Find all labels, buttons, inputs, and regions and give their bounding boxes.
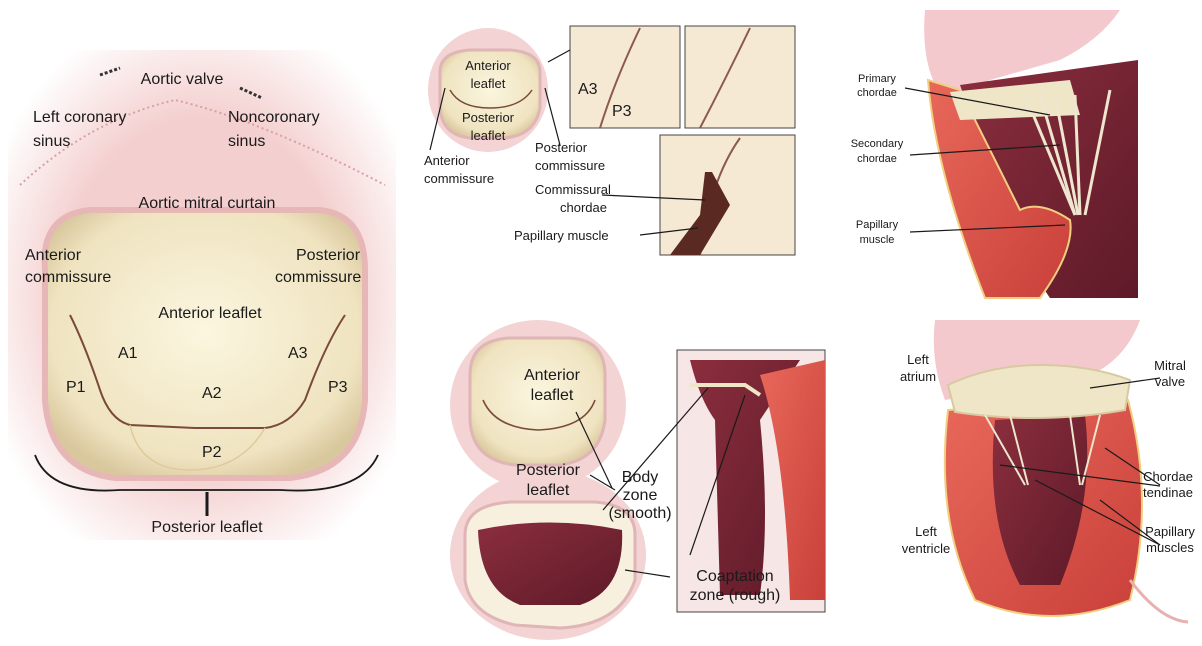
label-b-a3: A3 (578, 81, 598, 98)
label-b-post-leaflet-2: leaflet (471, 128, 506, 143)
label-noncoronary-sinus: sinus (228, 133, 265, 150)
label-c-secondary: Secondary (851, 138, 904, 150)
panel-a-valve-diagram: Aortic valve Left coronary sinus Noncoro… (8, 50, 396, 540)
label-d-ant-leaflet: Anterior (524, 367, 581, 384)
label-d-post-leaflet-2: leaflet (527, 482, 570, 499)
panel-e-heart-diagram: Left atrium Mitral valve Chordae tendina… (898, 318, 1200, 640)
label-e-mitral: Mitral (1154, 358, 1186, 373)
label-d-body: Body (622, 469, 658, 486)
label-e-papillary: Papillary (1145, 524, 1195, 539)
panel-d-zones-diagram: Anterior leaflet Posterior leaflet Body … (446, 312, 832, 642)
label-d-coapt: Coaptation (696, 568, 773, 585)
label-aortic-mitral-curtain: Aortic mitral curtain (139, 195, 276, 212)
panel-b-commissure-diagram: Anterior leaflet Posterior leaflet Anter… (420, 25, 800, 260)
label-e-left-ventricle: Left (915, 524, 937, 539)
label-d-body-3: (smooth) (608, 505, 671, 522)
label-e-chordae-2: tendinae (1143, 485, 1193, 500)
label-a1: A1 (118, 345, 138, 362)
label-b-p3: P3 (612, 103, 632, 120)
label-b-comm-chordae: Commissural (535, 182, 611, 197)
label-c-primary: Primary (858, 73, 896, 85)
inset-commissure (685, 26, 795, 128)
label-p1: P1 (66, 379, 86, 396)
label-e-chordae: Chordae (1143, 469, 1193, 484)
label-left-coronary-sinus: sinus (33, 133, 70, 150)
label-b-comm-chordae-2: chordae (560, 200, 607, 215)
label-posterior-commissure: Posterior (296, 247, 361, 264)
label-b-ant-comm: Anterior (424, 153, 470, 168)
label-b-post-comm-2: commissure (535, 158, 605, 173)
label-d-coapt-2: zone (rough) (690, 587, 781, 604)
label-anterior-leaflet: Anterior leaflet (158, 305, 262, 322)
label-b-post-leaflet: Posterior (462, 110, 515, 125)
panel-c-chordae-diagram: Primary chordae Secondary chordae Papill… (838, 8, 1138, 298)
label-b-ant-comm-2: commissure (424, 171, 494, 186)
label-e-papillary-2: muscles (1146, 540, 1194, 555)
inset-papillary (660, 135, 795, 255)
label-b-ant-leaflet-2: leaflet (471, 76, 506, 91)
label-c-primary-2: chordae (857, 87, 897, 99)
label-e-mitral-2: valve (1155, 374, 1185, 389)
label-d-ant-leaflet-2: leaflet (531, 387, 574, 404)
label-noncoronary: Noncoronary (228, 109, 320, 126)
label-b-papillary: Papillary muscle (514, 228, 609, 243)
label-posterior-commissure-2: commissure (275, 269, 361, 286)
label-c-papillary-2: muscle (860, 234, 895, 246)
label-p2: P2 (202, 444, 222, 461)
label-c-secondary-2: chordae (857, 153, 897, 165)
label-b-ant-leaflet: Anterior (465, 58, 511, 73)
label-d-post-leaflet: Posterior (516, 462, 581, 479)
label-left-coronary: Left coronary (33, 109, 126, 126)
label-p3: P3 (328, 379, 348, 396)
label-posterior-leaflet: Posterior leaflet (151, 519, 263, 536)
label-b-post-comm: Posterior (535, 140, 588, 155)
label-e-left-atrium: Left (907, 352, 929, 367)
label-c-papillary: Papillary (856, 219, 899, 231)
label-e-left-ventricle-2: ventricle (902, 541, 950, 556)
label-d-body-2: zone (623, 487, 658, 504)
label-aortic-valve: Aortic valve (141, 71, 224, 88)
label-e-left-atrium-2: atrium (900, 369, 936, 384)
label-anterior-commissure-2: commissure (25, 269, 111, 286)
label-a3: A3 (288, 345, 308, 362)
label-anterior-commissure: Anterior (25, 247, 82, 264)
label-a2: A2 (202, 385, 222, 402)
